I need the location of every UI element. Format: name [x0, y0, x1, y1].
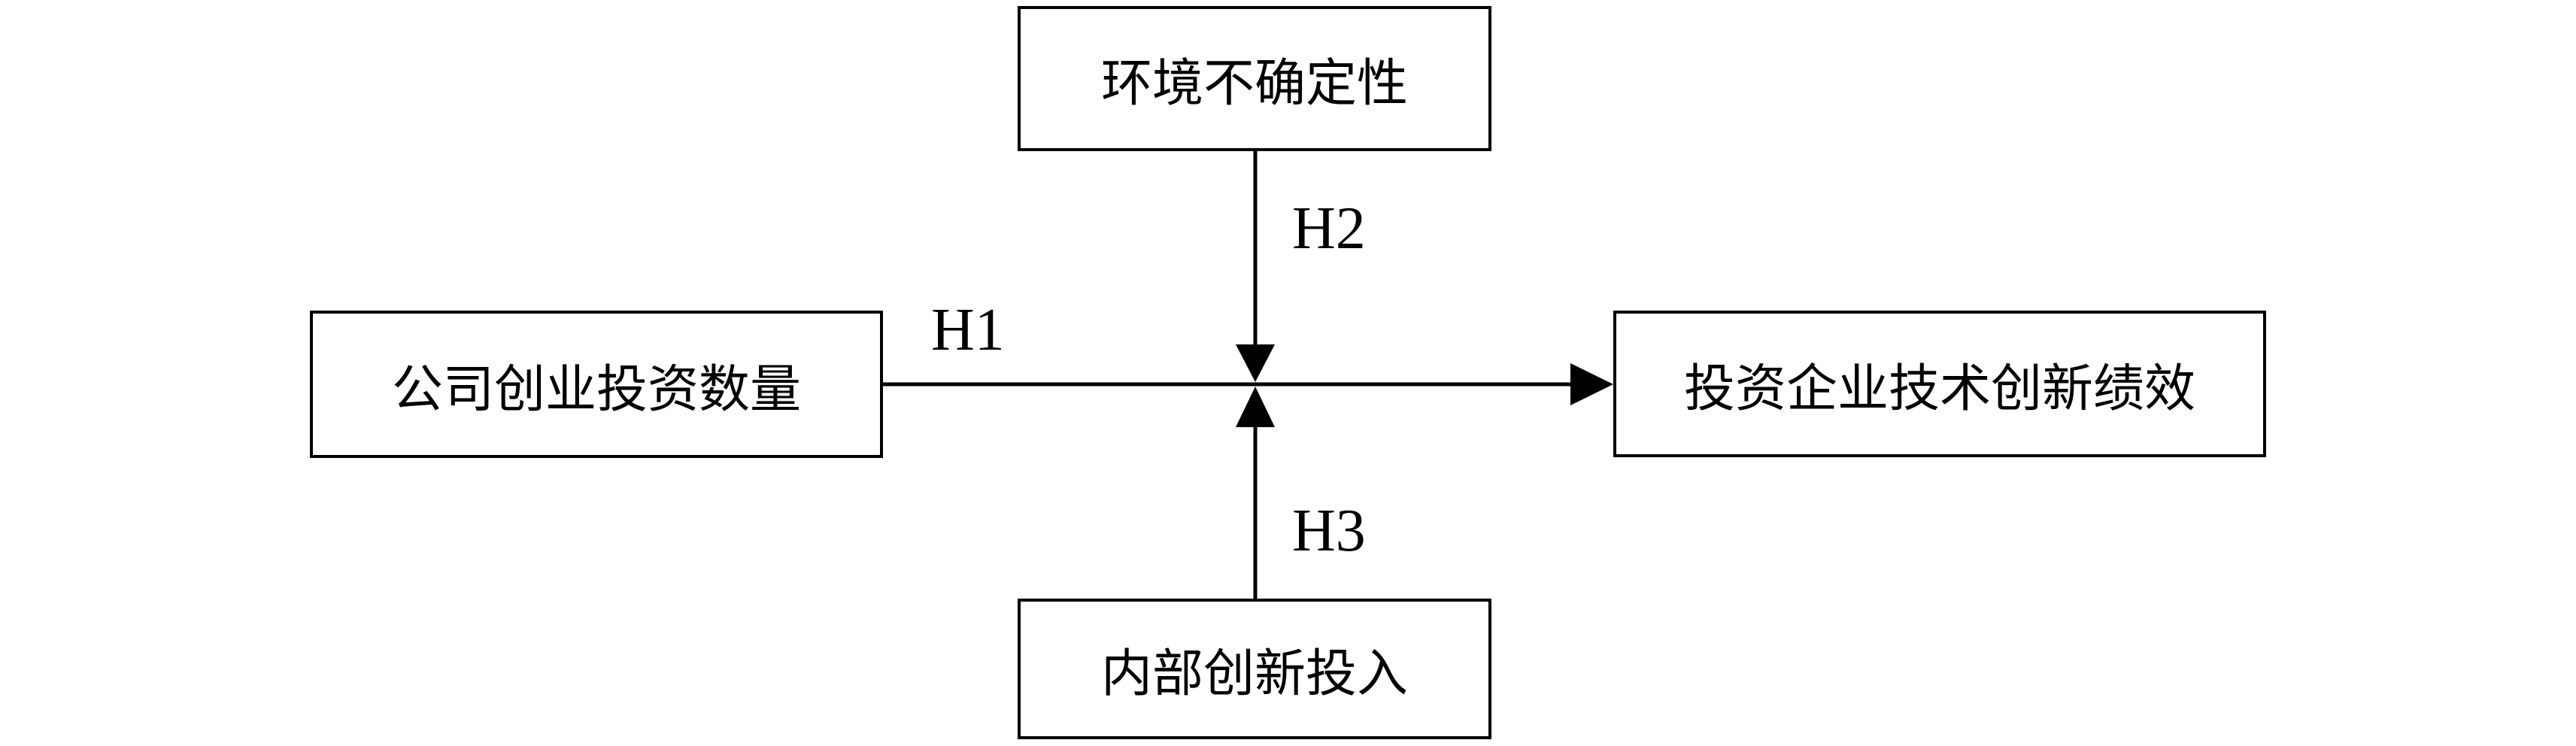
- node-environmental-uncertainty: 环境不确定性: [1018, 6, 1491, 151]
- edge-label-h3: H3: [1292, 498, 1366, 564]
- node-cvc-quantity: 公司创业投资数量: [310, 311, 883, 458]
- node-innovation-performance-label: 投资企业技术创新绩效: [1683, 360, 2195, 417]
- edge-label-h1: H1: [931, 297, 1005, 363]
- edge-label-h2: H2: [1292, 196, 1366, 262]
- h1-arrowhead-right-icon: [1570, 363, 1613, 405]
- node-internal-innovation-input-label: 内部创新投入: [1100, 645, 1408, 702]
- node-environmental-uncertainty-label: 环境不确定性: [1100, 55, 1408, 112]
- node-internal-innovation-input: 内部创新投入: [1018, 599, 1491, 739]
- node-cvc-quantity-label: 公司创业投资数量: [391, 360, 801, 418]
- h2-arrowhead-down-icon: [1236, 344, 1275, 382]
- h3-arrowhead-up-icon: [1236, 387, 1275, 427]
- node-innovation-performance: 投资企业技术创新绩效: [1613, 311, 2266, 457]
